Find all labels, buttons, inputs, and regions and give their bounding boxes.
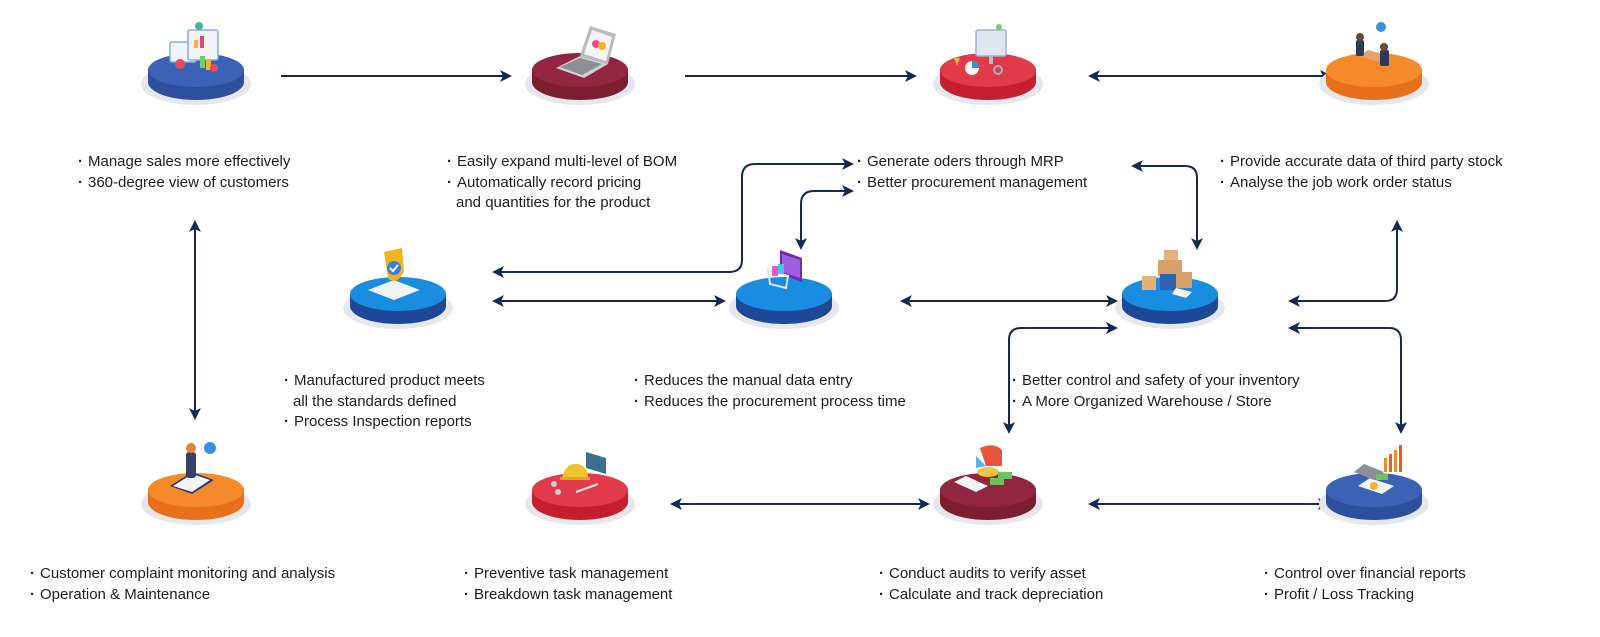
desc-line: Conduct audits to verify asset: [879, 564, 1103, 585]
arrow-inventory-jobwork: [1288, 220, 1403, 307]
desc-line: Better procurement management: [857, 173, 1087, 194]
desc-line: Process Inspection reports: [284, 412, 485, 433]
desc-job-work: Provide accurate data of third party sto…: [1220, 152, 1503, 193]
crm-dashboard-icon: [141, 22, 251, 105]
desc-line: Automatically record pricing: [447, 173, 677, 194]
node-service: [140, 442, 252, 526]
desc-line: Manufactured product meets: [284, 371, 485, 392]
desc-maintenance: Preventive task management Breakdown tas…: [464, 564, 672, 605]
shopping-cart-icon: [729, 250, 839, 329]
node-inventory: [1114, 246, 1226, 330]
node-bom: [524, 22, 636, 106]
desc-line: and quantities for the product: [456, 194, 651, 211]
laptop-design-icon: [525, 26, 635, 105]
node-crm: [140, 22, 252, 106]
desc-line: Easily expand multi-level of BOM: [447, 152, 677, 173]
desc-inventory: Better control and safety of your invent…: [1012, 371, 1300, 412]
desc-quality: Manufactured product meets all the stand…: [284, 371, 485, 433]
node-accounts: [1318, 442, 1430, 526]
desc-line: Customer complaint monitoring and analys…: [30, 564, 335, 585]
desc-line: Reduces the procurement process time: [634, 392, 906, 413]
desc-service: Customer complaint monitoring and analys…: [30, 564, 335, 605]
desc-line: A More Organized Warehouse / Store: [1012, 392, 1300, 413]
node-purchase: [728, 246, 840, 330]
desc-line: Breakdown task management: [464, 585, 672, 606]
asset-pie-chart-icon: [933, 445, 1043, 525]
desc-accounts: Control over financial reports Profit / …: [1264, 564, 1466, 605]
arrow-inventory-accounts: [1288, 322, 1407, 434]
desc-line: Analyse the job work order status: [1220, 173, 1503, 194]
quality-shield-icon: [343, 248, 453, 329]
warehouse-boxes-icon: [1115, 250, 1225, 329]
desc-line: Better control and safety of your invent…: [1012, 371, 1300, 392]
desc-mrp: Generate oders through MRP Better procur…: [857, 152, 1087, 193]
arrow-mrp-quality: [492, 158, 854, 278]
node-job-work: [1318, 22, 1430, 106]
arrow-mrp-purchase: [795, 185, 854, 250]
desc-line: 360-degree view of customers: [78, 173, 290, 194]
desc-bom: Easily expand multi-level of BOM Automat…: [447, 152, 677, 214]
desc-line: Manage sales more effectively: [78, 152, 290, 173]
desc-line: Provide accurate data of third party sto…: [1220, 152, 1503, 173]
node-asset: [932, 442, 1044, 526]
planning-monitor-icon: [933, 24, 1043, 105]
finance-calculator-icon: [1319, 445, 1429, 525]
desc-line: Reduces the manual data entry: [634, 371, 906, 392]
customer-support-icon: [141, 442, 251, 525]
arrow-mrp-inventory: [1131, 160, 1203, 250]
desc-line: Preventive task management: [464, 564, 672, 585]
desc-asset: Conduct audits to verify asset Calculate…: [879, 564, 1103, 605]
node-maintenance: [524, 442, 636, 526]
business-meeting-icon: [1319, 22, 1429, 105]
desc-purchase: Reduces the manual data entry Reduces th…: [634, 371, 906, 412]
desc-crm: Manage sales more effectively 360-degree…: [78, 152, 290, 193]
desc-line: Generate oders through MRP: [857, 152, 1087, 173]
desc-line: Control over financial reports: [1264, 564, 1466, 585]
desc-line: Operation & Maintenance: [30, 585, 335, 606]
arrow-inventory-asset: [1003, 322, 1118, 434]
desc-line: Profit / Loss Tracking: [1264, 585, 1466, 606]
desc-line: Calculate and track depreciation: [879, 585, 1103, 606]
hard-hat-tools-icon: [525, 452, 635, 525]
node-quality: [342, 246, 454, 330]
desc-line: all the standards defined: [293, 392, 457, 410]
node-mrp: [932, 22, 1044, 106]
